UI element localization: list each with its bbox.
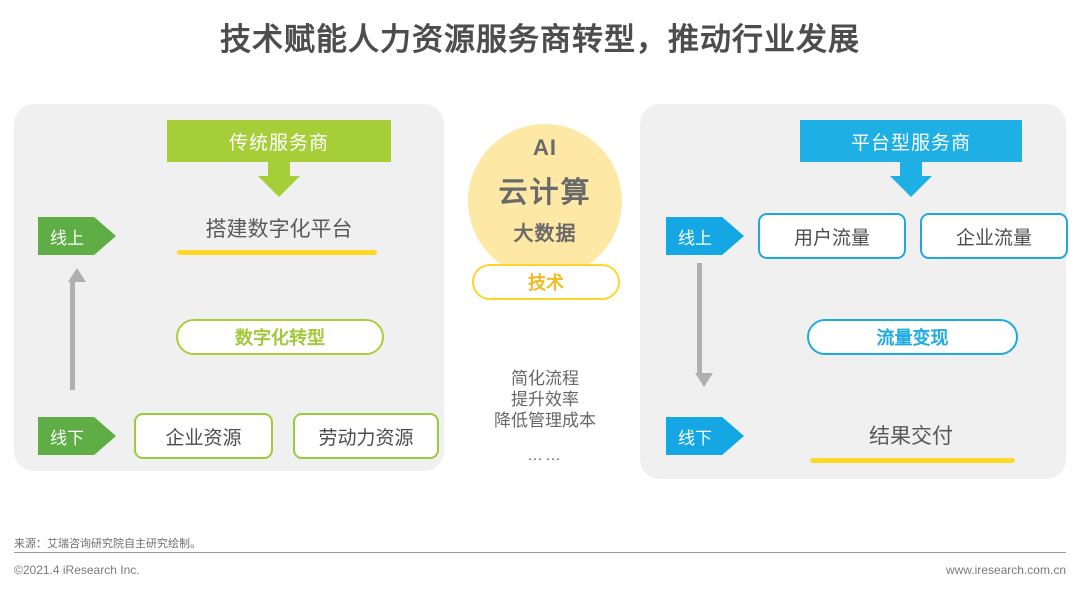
left-banner-traditional-provider: 传统服务商	[167, 120, 391, 162]
benefit-ellipsis: ……	[527, 447, 563, 464]
benefit-efficiency: 提升效率	[511, 390, 579, 409]
tech-item-ai: AI	[533, 135, 557, 160]
right-caption-underline	[810, 458, 1015, 463]
page-title: 技术赋能人力资源服务商转型，推动行业发展	[220, 22, 860, 57]
left-tag-offline-label: 线下	[50, 428, 84, 448]
website-link[interactable]: www.iresearch.com.cn	[945, 563, 1066, 577]
center-benefits: 简化流程 提升效率 降低管理成本 ……	[455, 368, 635, 466]
tech-circle	[468, 124, 622, 278]
source-note: 来源：艾瑞咨询研究院自主研究绘制。	[14, 538, 201, 550]
left-flow-arrow-shaft	[70, 282, 75, 390]
tech-item-cloud: 云计算	[498, 177, 592, 209]
right-tag-online-label: 线上	[678, 228, 712, 248]
right-box-enterprise-traffic: 企业流量	[920, 213, 1068, 259]
right-pill-traffic-monetization: 流量变现	[807, 319, 1018, 355]
benefit-simplify: 简化流程	[511, 369, 579, 388]
footer-divider	[14, 552, 1066, 553]
center-pill-technology: 技术	[472, 264, 620, 300]
copyright-text: ©2021.4 iResearch Inc.	[14, 563, 140, 577]
panel-platform-provider	[640, 104, 1066, 479]
left-banner-label: 传统服务商	[228, 132, 329, 154]
right-banner-label: 平台型服务商	[850, 132, 971, 154]
right-box-user-traffic: 用户流量	[758, 213, 906, 259]
right-caption-result-delivery: 结果交付	[869, 425, 953, 448]
left-caption-underline	[177, 250, 377, 255]
left-flow-arrow-head	[68, 268, 86, 282]
left-banner-arrow-head	[258, 176, 300, 197]
right-flow-arrow-shaft	[697, 263, 702, 373]
right-banner-platform-provider: 平台型服务商	[800, 120, 1022, 162]
left-tag-online-label: 线上	[50, 228, 84, 248]
left-caption-build-platform: 搭建数字化平台	[205, 218, 353, 241]
tech-item-bigdata: 大数据	[513, 223, 577, 245]
benefit-cost: 降低管理成本	[494, 411, 596, 430]
right-tag-offline-label: 线下	[678, 428, 712, 448]
left-box-enterprise-resource: 企业资源	[134, 413, 273, 459]
left-box-labor-resource: 劳动力资源	[293, 413, 439, 459]
right-banner-arrow-head	[890, 176, 932, 197]
panel-traditional-provider	[14, 104, 444, 471]
left-pill-digital-transformation: 数字化转型	[176, 319, 384, 355]
right-banner-arrow-shaft	[900, 162, 922, 178]
right-flow-arrow-head	[695, 373, 713, 387]
left-banner-arrow-shaft	[268, 162, 290, 178]
